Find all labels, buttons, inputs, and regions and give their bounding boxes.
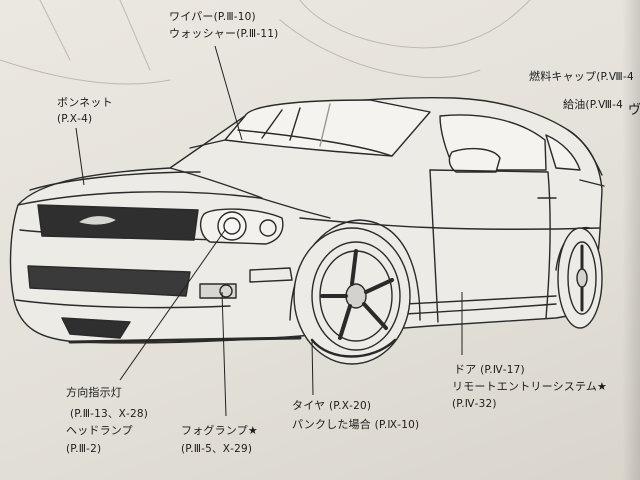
- wiper-page-ref: (P.Ⅲ-10): [213, 11, 256, 23]
- headlamp-label: ヘッドランプ: [66, 424, 133, 437]
- remote-entry-page-ref: (P.Ⅳ-32): [452, 398, 497, 410]
- wiper-label: ワイパー: [169, 10, 214, 23]
- fuel-cap-callout: 燃料キャップ(P.Ⅷ-4: [529, 70, 634, 84]
- bonnet-page-ref: (P.Ⅹ-4): [57, 113, 93, 125]
- washer-callout: ウォッシャー(P.Ⅲ-11): [169, 27, 278, 41]
- refuel-callout: 給油(P.Ⅷ-4: [563, 98, 623, 112]
- tire-page-ref: (P.Ⅹ-20): [328, 400, 372, 412]
- bonnet-callout: ボンネット (P.Ⅹ-4): [57, 96, 113, 126]
- foglamp-page-ref: (P.Ⅲ-5、Ⅹ-29): [181, 443, 253, 455]
- wiper-callout: ワイパー(P.Ⅲ-10): [169, 10, 256, 24]
- bonnet-label: ボンネット: [57, 96, 113, 109]
- washer-page-ref: (P.Ⅲ-11): [236, 28, 279, 40]
- lower-intake: [27, 265, 191, 297]
- edge-cut-text: ヴ: [628, 103, 640, 118]
- turn-signal-page-ref: (P.Ⅲ-13、Ⅹ-28): [70, 408, 149, 420]
- door-callout: ドア (P.Ⅳ-17): [454, 363, 525, 377]
- remote-entry-label: リモートエントリーシステム★: [452, 380, 608, 393]
- headlamp-page-ref: (P.Ⅲ-2): [66, 443, 102, 455]
- door-label: ドア: [454, 363, 477, 376]
- rear-wheel: [555, 226, 603, 329]
- door-page-ref: (P.Ⅳ-17): [480, 364, 525, 376]
- puncture-page-ref: (P.Ⅸ-10): [374, 419, 420, 431]
- front-grille: [37, 204, 199, 241]
- fuel-cap-page-ref: (P.Ⅷ-4: [596, 71, 634, 83]
- leader-lines: [75, 45, 463, 417]
- foglamp-label: フォグランプ★: [181, 424, 258, 437]
- door-outline: [429, 169, 439, 323]
- side-mirror: [448, 147, 501, 173]
- washer-label: ウォッシャー: [169, 27, 237, 40]
- tire-label: タイヤ: [292, 399, 326, 412]
- fuel-cap-label: 燃料キャップ: [529, 70, 597, 83]
- tire-callout: タイヤ (P.Ⅹ-20): [292, 399, 371, 413]
- refuel-label: 給油: [563, 98, 586, 111]
- puncture-callout: パンクした場合 (P.Ⅸ-10): [292, 418, 419, 432]
- refuel-page-ref: (P.Ⅷ-4: [585, 99, 624, 111]
- front-wheel: [293, 227, 411, 365]
- background-faint-art: [0, 0, 531, 85]
- puncture-label: パンクした場合: [292, 418, 371, 431]
- fog-lamp: [199, 283, 237, 299]
- turn-signal-label: 方向指示灯: [66, 386, 122, 399]
